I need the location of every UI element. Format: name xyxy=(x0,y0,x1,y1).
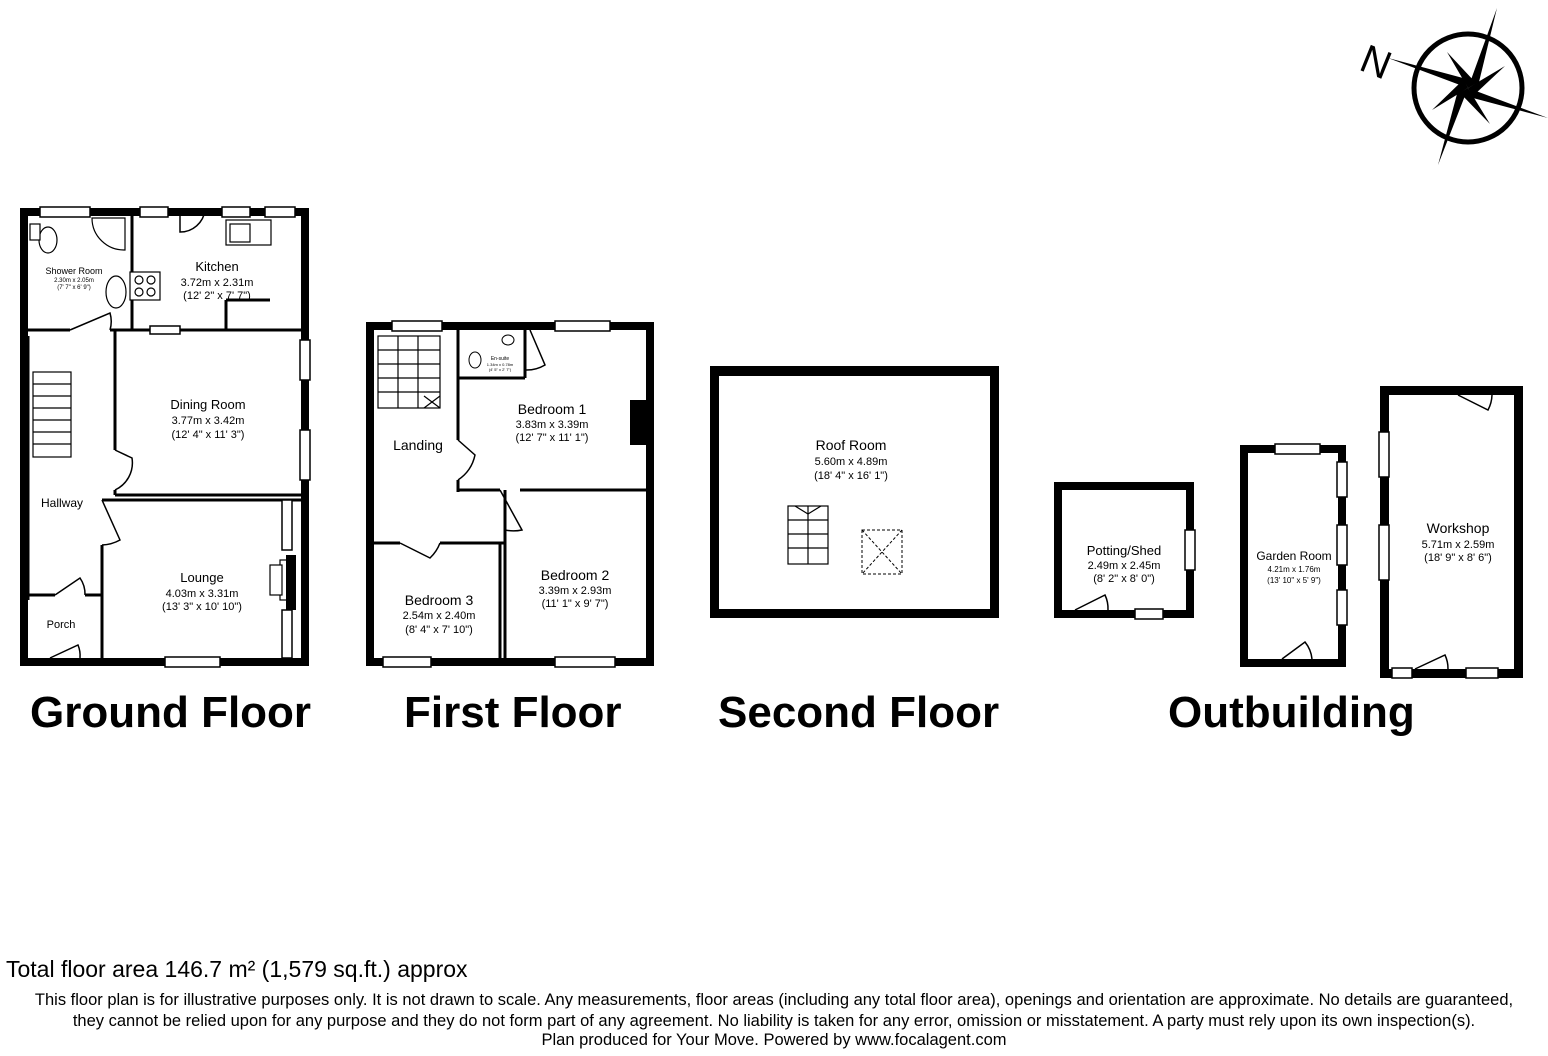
kitchen-metric: 3.72m x 2.31m xyxy=(181,277,254,289)
workshop-imperial: (18' 9" x 8' 6") xyxy=(1424,552,1492,564)
potting-shed-name: Potting/Shed xyxy=(1087,543,1161,558)
bedroom-1-name: Bedroom 1 xyxy=(518,401,587,417)
bedroom-2-metric: 3.39m x 2.93m xyxy=(539,585,612,597)
landing-name: Landing xyxy=(393,437,443,453)
first-floor-plan: En-suite 1.34m x 0.78m (4' 5" x 2' 7") L… xyxy=(366,320,654,668)
outbuilding-title: Outbuilding xyxy=(1168,688,1415,737)
dining-room-metric: 3.77m x 3.42m xyxy=(172,415,245,427)
porch-name: Porch xyxy=(47,619,76,631)
compass-north-label: N xyxy=(1354,37,1397,89)
shower-room-metric: 2.30m x 2.05m xyxy=(54,278,94,284)
workshop-name: Workshop xyxy=(1427,520,1490,536)
potting-shed-imperial: (8' 2" x 8' 0") xyxy=(1093,573,1155,585)
garden-room-name: Garden Room xyxy=(1256,549,1331,563)
lounge-metric: 4.03m x 3.31m xyxy=(166,588,239,600)
shower-room-name: Shower Room xyxy=(45,266,102,276)
first-floor-title: First Floor xyxy=(404,688,622,737)
hallway-name: Hallway xyxy=(41,496,83,510)
total-floor-area: Total floor area 146.7 m² (1,579 sq.ft.)… xyxy=(6,956,468,982)
ground-floor-title: Ground Floor xyxy=(30,688,312,737)
bedroom-3-imperial: (8' 4" x 7' 10") xyxy=(405,624,473,636)
kitchen-name: Kitchen xyxy=(195,259,238,274)
lounge-imperial: (13' 3" x 10' 10") xyxy=(162,601,242,613)
garden-room-imperial: (13' 10" x 5' 9") xyxy=(1267,576,1321,585)
disclaimer-line-2: they cannot be relied upon for any purpo… xyxy=(72,1012,1476,1030)
compass-rose-icon: N xyxy=(1354,8,1548,165)
ensuite-metric: 1.34m x 0.78m xyxy=(487,362,514,367)
lounge-name: Lounge xyxy=(180,570,223,585)
ensuite-imperial: (4' 5" x 2' 7") xyxy=(489,367,512,372)
bedroom-1-metric: 3.83m x 3.39m xyxy=(516,419,589,431)
second-floor-plan: Roof Room 5.60m x 4.89m (18' 4" x 16' 1"… xyxy=(710,366,999,618)
roof-room-imperial: (18' 4" x 16' 1") xyxy=(814,470,888,482)
roof-room-name: Roof Room xyxy=(816,437,887,453)
bedroom-2-imperial: (11' 1" x 9' 7") xyxy=(542,598,609,610)
workshop-metric: 5.71m x 2.59m xyxy=(1422,539,1495,551)
outbuilding-plan: Potting/Shed 2.49m x 2.45m (8' 2" x 8' 0… xyxy=(1054,386,1523,679)
bedroom-3-metric: 2.54m x 2.40m xyxy=(403,610,476,622)
bedroom-3-name: Bedroom 3 xyxy=(405,592,474,608)
second-floor-title: Second Floor xyxy=(718,688,1000,737)
shower-room-imperial: (7' 7" x 6' 9") xyxy=(57,285,91,291)
bedroom-2-name: Bedroom 2 xyxy=(541,567,610,583)
bedroom-1-imperial: (12' 7" x 11' 1") xyxy=(516,432,589,444)
potting-shed-metric: 2.49m x 2.45m xyxy=(1088,560,1161,572)
disclaimer-line-1: This floor plan is for illustrative purp… xyxy=(34,991,1514,1009)
dining-room-imperial: (12' 4" x 11' 3") xyxy=(172,429,245,441)
ground-floor-plan: Shower Room 2.30m x 2.05m (7' 7" x 6' 9"… xyxy=(20,206,311,668)
roof-room-metric: 5.60m x 4.89m xyxy=(815,456,888,468)
dining-room-name: Dining Room xyxy=(170,397,245,412)
ensuite-name: En-suite xyxy=(491,356,510,362)
plan-credit: Plan produced for Your Move. Powered by … xyxy=(541,1031,1007,1049)
garden-room-metric: 4.21m x 1.76m xyxy=(1268,565,1321,574)
kitchen-imperial: (12' 2" x 7' 7") xyxy=(183,290,251,302)
